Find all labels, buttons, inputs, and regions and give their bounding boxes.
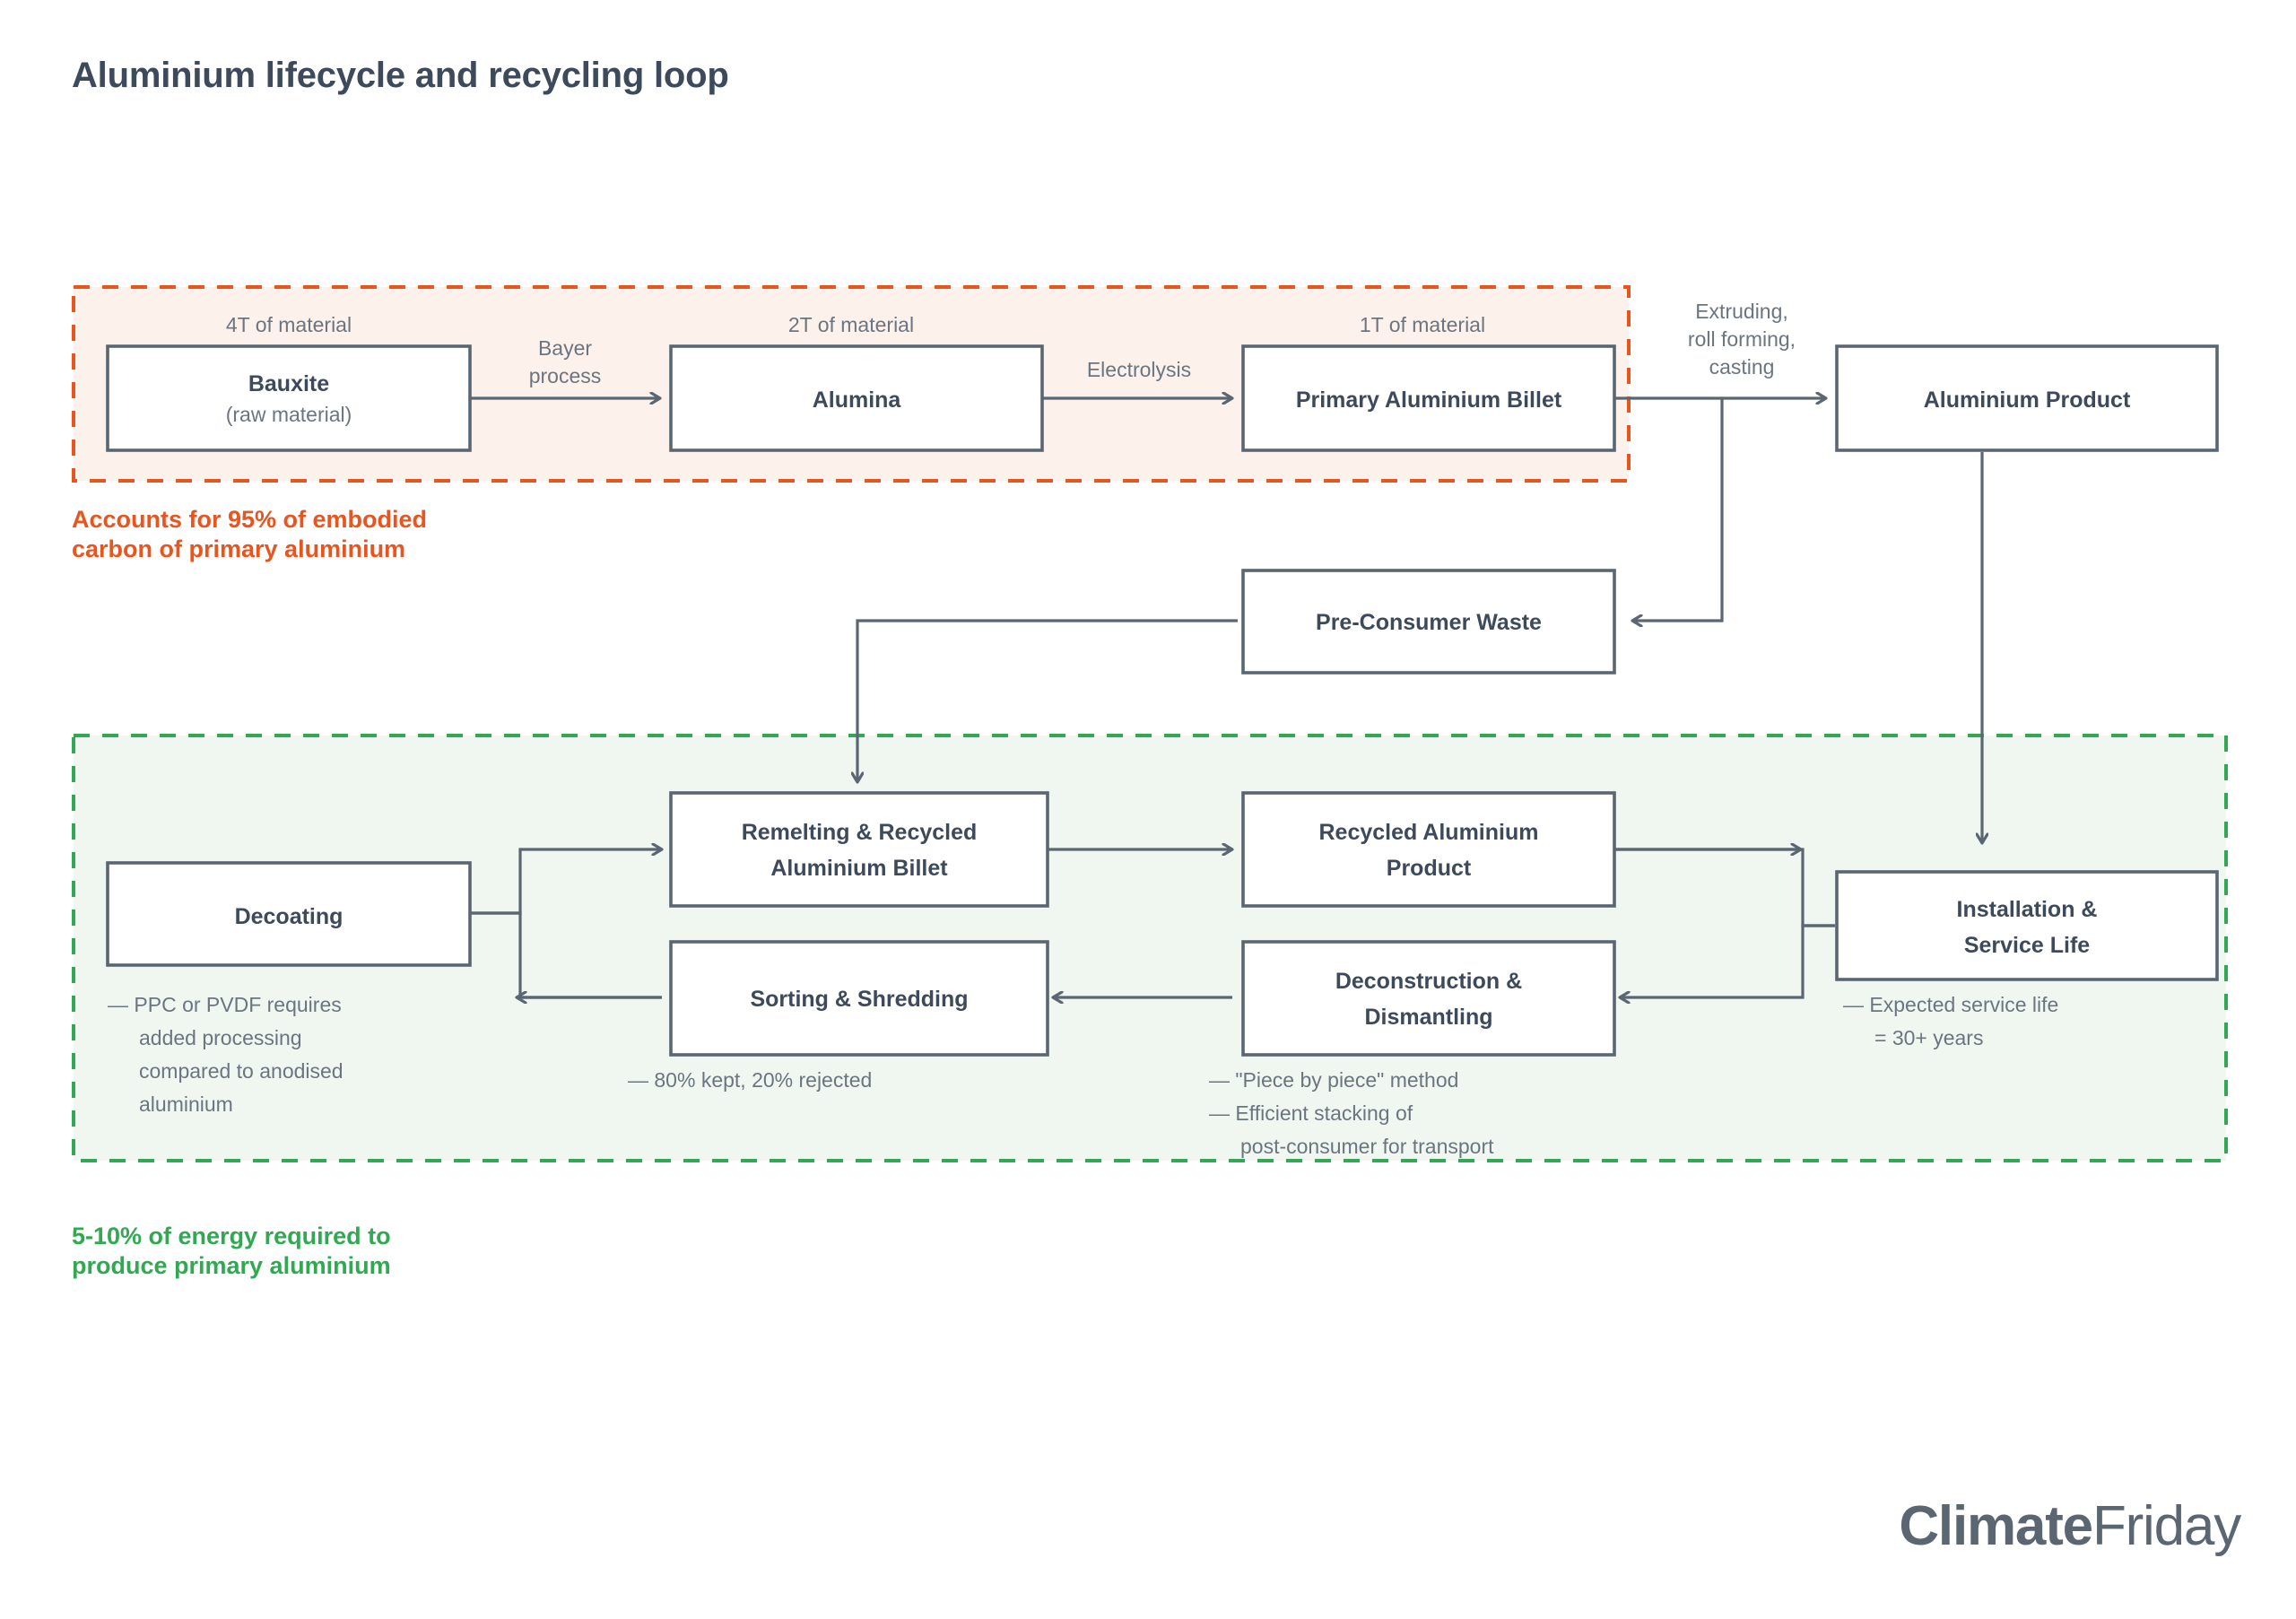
note-installation-line-1: = 30+ years — [1874, 1026, 1983, 1049]
note-decoating-line-3: aluminium — [139, 1092, 233, 1116]
node-sorting-title: Sorting & Shredding — [750, 987, 968, 1012]
recycling-zone-caption: 5-10% of energy required to produce prim… — [72, 1223, 391, 1279]
edge-installation-to-deconstruction — [1620, 924, 1835, 997]
node-recycled-product-box[interactable] — [1241, 791, 1616, 908]
edge-forming-to-preconsumer-waste — [1632, 398, 1724, 621]
logo-light-text: Friday — [2092, 1495, 2241, 1557]
edge-label-bayer-line1: Bayer — [538, 336, 592, 360]
node-remelting-recycled-billet[interactable]: Remelting & Recycled Aluminium Billet — [669, 791, 1049, 908]
node-bauxite-box[interactable] — [106, 344, 472, 452]
note-sorting-line-0: — 80% kept, 20% rejected — [628, 1068, 872, 1092]
node-decoating[interactable]: Decoating — [106, 861, 472, 967]
note-sorting: — 80% kept, 20% rejected — [628, 1068, 872, 1092]
edge-preconsumer-to-remelting — [857, 619, 1238, 782]
node-deconstruction-box[interactable] — [1241, 940, 1616, 1057]
node-deconstruction-title-line1: Deconstruction & — [1335, 969, 1522, 994]
node-alumina[interactable]: Alumina — [669, 344, 1044, 452]
primary-billet-quantity-label: 1T of material — [1360, 313, 1485, 336]
node-bauxite-title: Bauxite — [248, 371, 329, 396]
node-decoating-title: Decoating — [235, 904, 344, 929]
note-decoating-line-0: — PPC or PVDF requires — [108, 993, 342, 1016]
node-sorting-box[interactable] — [669, 940, 1049, 1057]
note-installation: — Expected service life = 30+ years — [1843, 993, 2058, 1049]
node-aluminium-product-box[interactable] — [1835, 344, 2219, 452]
node-pre-consumer-waste[interactable]: Pre-Consumer Waste — [1241, 569, 1616, 675]
note-deconstruction: — "Piece by piece" method — Efficient st… — [1209, 1068, 1494, 1158]
edge-label-forming-line1: Extruding, — [1695, 300, 1788, 323]
edge-label-electrolysis: Electrolysis — [1087, 358, 1191, 381]
node-bauxite[interactable]: Bauxite (raw material) — [106, 344, 472, 452]
node-installation-service-life[interactable]: Installation & Service Life — [1835, 870, 2219, 981]
node-deconstruction-title-line2: Dismantling — [1364, 1005, 1492, 1030]
alumina-quantity-label: 2T of material — [788, 313, 914, 336]
node-installation-title-line1: Installation & — [1957, 897, 2098, 922]
node-primary-aluminium-billet[interactable]: Primary Aluminium Billet — [1241, 344, 1616, 452]
note-deconstruction-line-1: — Efficient stacking of — [1209, 1101, 1413, 1125]
note-decoating: — PPC or PVDF requires added processing … — [108, 993, 344, 1116]
note-decoating-line-1: added processing — [139, 1026, 302, 1049]
logo-bold-text: Climate — [1899, 1495, 2093, 1557]
note-deconstruction-line-0: — "Piece by piece" method — [1209, 1068, 1458, 1092]
node-aluminium-product-title: Aluminium Product — [1924, 387, 2131, 413]
node-bauxite-subtitle: (raw material) — [226, 403, 352, 426]
node-primary-billet-box[interactable] — [1241, 344, 1616, 452]
node-pre-consumer-waste-title: Pre-Consumer Waste — [1316, 610, 1542, 635]
climate-friday-logo: ClimateFriday — [1899, 1494, 2241, 1558]
node-aluminium-product[interactable]: Aluminium Product — [1835, 344, 2219, 452]
node-sorting-shredding[interactable]: Sorting & Shredding — [669, 940, 1049, 1057]
bauxite-quantity-label: 4T of material — [226, 313, 352, 336]
node-pre-consumer-waste-box[interactable] — [1241, 569, 1616, 675]
node-recycled-aluminium-product[interactable]: Recycled Aluminium Product — [1241, 791, 1616, 908]
note-decoating-line-2: compared to anodised — [139, 1059, 344, 1083]
page-title: Aluminium lifecycle and recycling loop — [72, 56, 729, 95]
node-alumina-title: Alumina — [813, 387, 902, 413]
node-alumina-box[interactable] — [669, 344, 1044, 452]
primary-zone-caption: Accounts for 95% of embodied carbon of p… — [72, 506, 428, 562]
node-remelting-box[interactable] — [669, 791, 1049, 908]
node-recycled-product-title-line2: Product — [1387, 856, 1472, 881]
node-primary-billet-title: Primary Aluminium Billet — [1296, 387, 1562, 413]
edge-label-bayer-line2: process — [529, 364, 602, 387]
node-decoating-box[interactable] — [106, 861, 472, 967]
node-remelting-title-line1: Remelting & Recycled — [742, 820, 978, 845]
edge-label-forming-line2: roll forming, — [1688, 327, 1796, 351]
node-installation-title-line2: Service Life — [1964, 933, 2090, 958]
note-installation-line-0: — Expected service life — [1843, 993, 2058, 1016]
node-installation-box[interactable] — [1835, 870, 2219, 981]
node-recycled-product-title-line1: Recycled Aluminium — [1319, 820, 1539, 845]
node-remelting-title-line2: Aluminium Billet — [770, 856, 948, 881]
note-deconstruction-line-2: post-consumer for transport — [1240, 1135, 1494, 1158]
connectors — [470, 398, 1982, 997]
edge-label-forming-line3: casting — [1709, 355, 1775, 379]
node-deconstruction-dismantling[interactable]: Deconstruction & Dismantling — [1241, 940, 1616, 1057]
